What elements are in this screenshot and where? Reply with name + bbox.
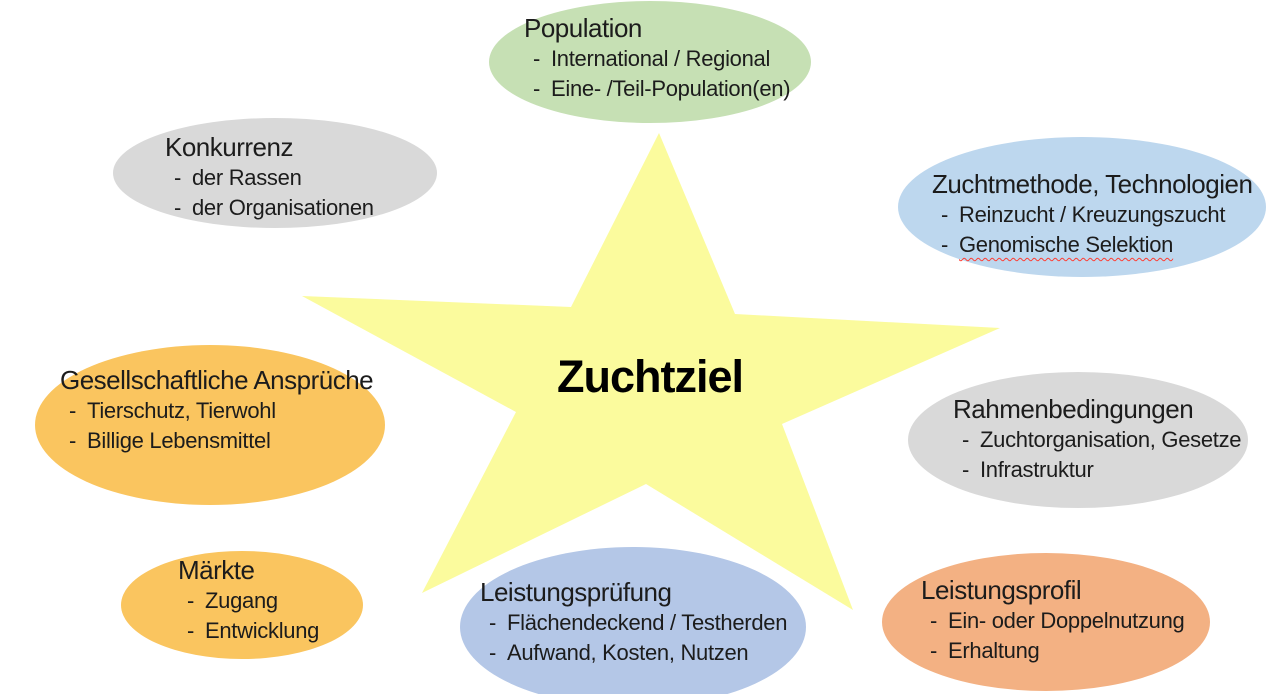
bubble-title: Märkte: [178, 555, 255, 585]
bubble-leistungsprofil-text: Leistungsprofil - Ein- oder Doppelnutzun…: [921, 574, 1185, 666]
bubble-item-label: International / Regional: [551, 46, 771, 71]
bubble-item: - Aufwand, Kosten, Nutzen: [489, 638, 787, 668]
bubble-item: - Ein- oder Doppelnutzung: [930, 606, 1185, 636]
bubble-leistungspruefung-text: Leistungsprüfung - Flächendeckend / Test…: [480, 576, 787, 668]
bubble-item-label-spellchecked: Genomische Selektion: [959, 232, 1174, 257]
bubble-item-label: Zuchtorganisation, Gesetze: [980, 427, 1242, 452]
bubble-title: Leistungsprofil: [921, 575, 1082, 605]
bubble-konkurrenz-text: Konkurrenz - der Rassen - der Organisati…: [165, 131, 374, 223]
bullet-dash: -: [69, 428, 77, 453]
bubble-item: - Infrastruktur: [962, 455, 1241, 485]
bubble-title: Leistungsprüfung: [480, 577, 672, 607]
bubble-item-label: Reinzucht / Kreuzungszucht: [959, 202, 1226, 227]
bubble-item: - Reinzucht / Kreuzungszucht: [941, 200, 1252, 230]
bubble-item: - Zuchtorganisation, Gesetze: [962, 425, 1242, 455]
bullet-dash: -: [941, 202, 949, 227]
bubble-item: - der Rassen: [174, 163, 374, 193]
bubble-item-label: Eine- /Teil-Population(en): [551, 76, 791, 101]
bullet-dash: -: [69, 398, 77, 423]
bubble-gesellschaftliche-ansprueche: [35, 345, 385, 505]
bubble-item-label: der Organisationen: [192, 195, 374, 220]
bubble-rahmenbedingungen: [908, 372, 1248, 508]
bubble-item-label: Entwicklung: [205, 618, 320, 643]
bullet-dash: -: [930, 638, 938, 663]
bubble-leistungspruefung: [460, 547, 806, 694]
bubble-item-label: Tierschutz, Tierwohl: [87, 398, 276, 423]
bullet-dash: -: [489, 640, 497, 665]
bubble-title: Rahmenbedingungen: [953, 394, 1194, 424]
bubble-item-label: der Rassen: [192, 165, 302, 190]
bubble-population-text: Population - International / Regional - …: [524, 12, 791, 104]
bubble-item: - Flächendeckend / Testherden: [489, 608, 787, 638]
bubble-item-label: Aufwand, Kosten, Nutzen: [507, 640, 749, 665]
bullet-dash: -: [533, 46, 541, 71]
bullet-dash: -: [187, 588, 195, 613]
bubble-item-label: Infrastruktur: [980, 457, 1094, 482]
star-shape: [302, 133, 1000, 610]
bubble-maerkte-text: Märkte - Zugang - Entwicklung: [178, 554, 319, 646]
bubble-maerkte: [121, 551, 363, 659]
bubble-item: - Eine- /Teil-Population(en): [533, 74, 791, 104]
bubble-item-label: Ein- oder Doppelnutzung: [948, 608, 1185, 633]
bullet-dash: -: [174, 195, 182, 220]
bubble-zuchtmethode: [898, 137, 1266, 277]
star-title: Zuchtziel: [556, 351, 744, 402]
bubble-item-label: Billige Lebensmittel: [87, 428, 271, 453]
bubble-leistungsprofil: [882, 553, 1210, 691]
bubble-gesellschaftliche-ansprueche-text: Gesellschaftliche Ansprüche - Tierschutz…: [60, 364, 374, 456]
bubble-item: - Billige Lebensmittel: [69, 426, 373, 456]
bullet-dash: -: [962, 427, 970, 452]
bubble-rahmenbedingungen-text: Rahmenbedingungen - Zuchtorganisation, G…: [953, 393, 1242, 485]
bubble-title: Population: [524, 13, 642, 43]
bullet-dash: -: [174, 165, 182, 190]
bubble-item-label: Zugang: [205, 588, 278, 613]
bubble-title: Zuchtmethode, Technologien: [932, 169, 1253, 199]
bubble-population: [489, 1, 811, 123]
bubble-title: Konkurrenz: [165, 132, 293, 162]
bubble-item: - Zugang: [187, 586, 319, 616]
bubble-item: - Genomische Selektion: [941, 230, 1252, 260]
bubble-item-label: Flächendeckend / Testherden: [507, 610, 788, 635]
bubble-item: - Tierschutz, Tierwohl: [69, 396, 373, 426]
bubble-item: - Erhaltung: [930, 636, 1185, 666]
bubble-title: Gesellschaftliche Ansprüche: [60, 365, 374, 395]
bullet-dash: -: [941, 232, 949, 257]
bubble-item-label: Erhaltung: [948, 638, 1040, 663]
bullet-dash: -: [533, 76, 541, 101]
bullet-dash: -: [930, 608, 938, 633]
bubble-konkurrenz: [113, 118, 437, 228]
bubble-item: - der Organisationen: [174, 193, 374, 223]
bubble-item: - Entwicklung: [187, 616, 319, 646]
bullet-dash: -: [187, 618, 195, 643]
bubble-item: - International / Regional: [533, 44, 790, 74]
bubble-zuchtmethode-text: Zuchtmethode, Technologien - Reinzucht /…: [932, 168, 1253, 260]
bullet-dash: -: [489, 610, 497, 635]
bullet-dash: -: [962, 457, 970, 482]
